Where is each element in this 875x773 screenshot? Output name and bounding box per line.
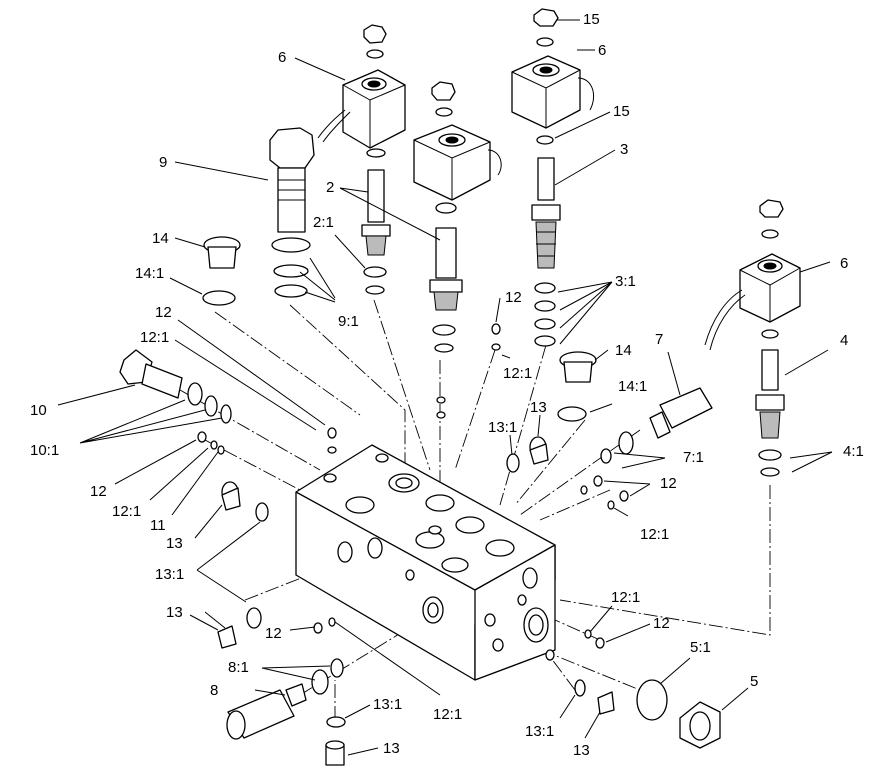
label-4: 4 — [840, 332, 849, 349]
cartridge-valve-3 — [531, 157, 561, 347]
fitting-12-set — [197, 323, 629, 649]
coil-6-center — [413, 81, 502, 201]
label-12-left: 12 — [90, 483, 107, 500]
label-12-1-left: 12:1 — [112, 503, 142, 520]
cartridge-valve-center — [429, 202, 463, 419]
label-12-1-upper-left: 12:1 — [140, 329, 170, 346]
label-13-1-bottom: 13:1 — [373, 696, 403, 713]
cartridge-valve-2 — [361, 148, 391, 295]
label-14-1-right: 14:1 — [618, 378, 648, 395]
label-5: 5 — [750, 673, 759, 690]
label-3-1: 3:1 — [615, 273, 636, 290]
plug-14-left — [202, 236, 241, 306]
valve-7 — [600, 387, 713, 464]
label-12-lower-right: 12 — [653, 615, 670, 632]
label-4-1: 4:1 — [843, 443, 864, 460]
label-6-right: 6 — [840, 255, 849, 272]
label-13-1-left: 13:1 — [155, 566, 185, 583]
label-8: 8 — [210, 682, 219, 699]
label-2-1: 2:1 — [313, 214, 334, 231]
label-13-upper: 13 — [530, 399, 547, 416]
plug-14-right — [557, 351, 597, 422]
label-12-lower-left: 12 — [265, 625, 282, 642]
plug-5 — [636, 679, 721, 749]
label-3: 3 — [620, 141, 629, 158]
label-13-bottom: 13 — [383, 740, 400, 757]
label-15-mid: 15 — [613, 103, 630, 120]
label-12-top: 12 — [505, 289, 522, 306]
coil-6-top — [511, 8, 594, 145]
coil-6-left — [317, 24, 406, 149]
valve-8 — [226, 658, 344, 740]
label-10-1: 10:1 — [30, 442, 60, 459]
label-12-upper-left: 12 — [155, 304, 172, 321]
label-14-right: 14 — [615, 342, 632, 359]
label-12-1-lower-right: 12:1 — [611, 589, 641, 606]
label-11: 11 — [150, 517, 166, 534]
label-12-1-center: 12:1 — [503, 365, 533, 382]
relief-valve-10 — [119, 349, 232, 424]
label-12-right: 12 — [660, 475, 677, 492]
label-7-1: 7:1 — [683, 449, 704, 466]
cartridge-valve-9 — [269, 127, 315, 298]
label-7: 7 — [655, 331, 664, 348]
label-13-1-bottom-right: 13:1 — [525, 723, 555, 740]
label-9: 9 — [159, 154, 168, 171]
label-5-1: 5:1 — [690, 639, 711, 656]
label-6-top-right: 6 — [598, 42, 607, 59]
label-13-lower-left: 13 — [166, 604, 183, 621]
label-10: 10 — [30, 402, 47, 419]
coil-6-right — [704, 199, 801, 351]
manifold-block — [295, 444, 556, 681]
label-8-1: 8:1 — [228, 659, 249, 676]
label-12-1-bottom: 12:1 — [433, 706, 463, 723]
label-13-1-upper: 13:1 — [488, 419, 518, 436]
label-6-left: 6 — [278, 49, 287, 66]
label-15-top: 15 — [583, 11, 600, 28]
label-13-bottom-right: 13 — [573, 742, 590, 759]
label-14-left: 14 — [152, 230, 169, 247]
label-13-left: 13 — [166, 535, 183, 552]
plug-13-set — [217, 436, 615, 766]
label-9-1: 9:1 — [338, 313, 359, 330]
label-2: 2 — [326, 179, 335, 196]
leader-lines — [57, 19, 833, 756]
label-12-1-right: 12:1 — [640, 526, 670, 543]
label-14-1-left: 14:1 — [135, 265, 165, 282]
cartridge-valve-4 — [755, 349, 785, 477]
